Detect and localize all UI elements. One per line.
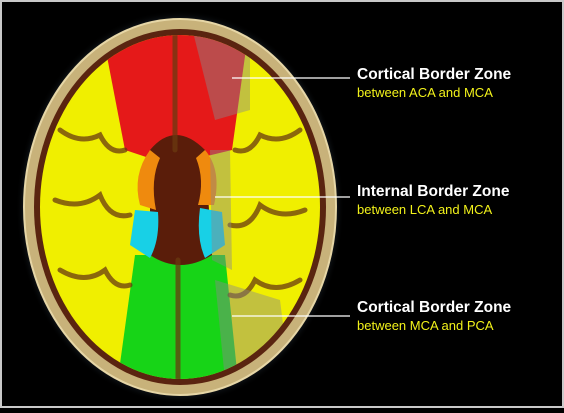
caudate-right bbox=[198, 208, 225, 258]
internal-capsule-left bbox=[137, 150, 160, 210]
internal-capsule-right bbox=[196, 150, 217, 205]
label-cortical-mca-pca: Cortical Border Zone between MCA and PCA bbox=[357, 300, 511, 332]
label-title: Internal Border Zone bbox=[357, 183, 510, 200]
label-subtitle: between MCA and PCA bbox=[357, 317, 494, 333]
caudate-left bbox=[130, 210, 159, 258]
label-internal-lca-mca: Internal Border Zone between LCA and MCA bbox=[357, 184, 509, 216]
label-title: Cortical Border Zone bbox=[357, 66, 512, 83]
ventricles bbox=[150, 135, 212, 265]
border-zone-lca-mca bbox=[210, 150, 232, 270]
gyri-folds bbox=[52, 35, 308, 379]
label-cortical-aca-mca: Cortical Border Zone between ACA and MCA bbox=[357, 67, 511, 99]
label-title: Cortical Border Zone bbox=[357, 299, 512, 316]
label-subtitle: between ACA and MCA bbox=[357, 84, 493, 100]
label-subtitle: between LCA and MCA bbox=[357, 201, 493, 217]
